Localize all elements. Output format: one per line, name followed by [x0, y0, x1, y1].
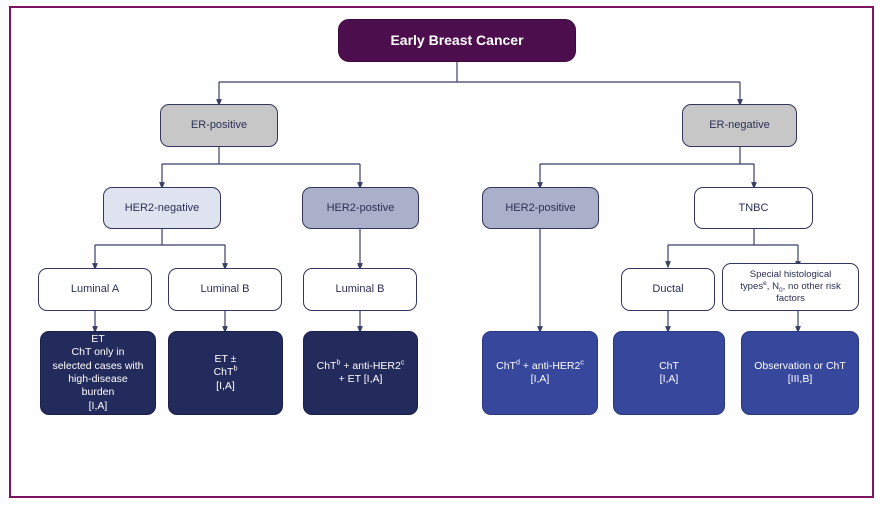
node-er-negative[interactable]: ER-negative	[682, 104, 797, 147]
node-label: HER2-positive	[505, 201, 576, 214]
node-her2-negative[interactable]: HER2-negative	[103, 187, 221, 229]
treatment-et-plusminus-cht[interactable]: ET ±ChTb[I,A]	[168, 331, 283, 415]
node-early-breast-cancer[interactable]: Early Breast Cancer	[338, 19, 576, 62]
node-label: ChTd + anti-HER2c[I,A]	[496, 358, 584, 385]
node-label: ER-positive	[190, 119, 248, 132]
treatment-cht-antiher2-et[interactable]: ChTb + anti-HER2c+ ET [I,A]	[303, 331, 418, 415]
node-label: ER-negative	[709, 119, 770, 132]
node-label: Luminal A	[70, 283, 120, 296]
node-ductal[interactable]: Ductal	[621, 268, 715, 311]
node-tnbc[interactable]: TNBC	[694, 187, 813, 229]
node-label: ChT[I,A]	[659, 359, 679, 385]
node-her2-positive-right[interactable]: HER2-positive	[482, 187, 599, 229]
node-label: ET ±ChTb[I,A]	[213, 352, 238, 392]
node-label: Observation or ChT[III,B]	[754, 359, 846, 385]
node-luminal-a[interactable]: Luminal A	[38, 268, 152, 311]
node-luminal-b-2[interactable]: Luminal B	[303, 268, 417, 311]
treatment-observation-or-cht[interactable]: Observation or ChT[III,B]	[741, 331, 859, 415]
node-her2-postive-left[interactable]: HER2-postive	[302, 187, 419, 229]
node-label: HER2-negative	[124, 201, 200, 214]
diagram-outer-frame	[9, 6, 874, 498]
node-label: Early Breast Cancer	[390, 31, 524, 48]
node-label: Ductal	[652, 283, 684, 296]
node-label: Luminal B	[335, 283, 385, 296]
node-luminal-b-1[interactable]: Luminal B	[168, 268, 282, 311]
treatment-cht-antiher2[interactable]: ChTd + anti-HER2c[I,A]	[482, 331, 598, 415]
node-label: ChTb + anti-HER2c+ ET [I,A]	[316, 358, 405, 385]
node-er-positive[interactable]: ER-positive	[160, 104, 278, 147]
node-label: TNBC	[738, 201, 769, 214]
node-label: HER2-postive	[326, 201, 395, 214]
treatment-cht[interactable]: ChT[I,A]	[613, 331, 725, 415]
node-label: Luminal B	[200, 283, 250, 296]
